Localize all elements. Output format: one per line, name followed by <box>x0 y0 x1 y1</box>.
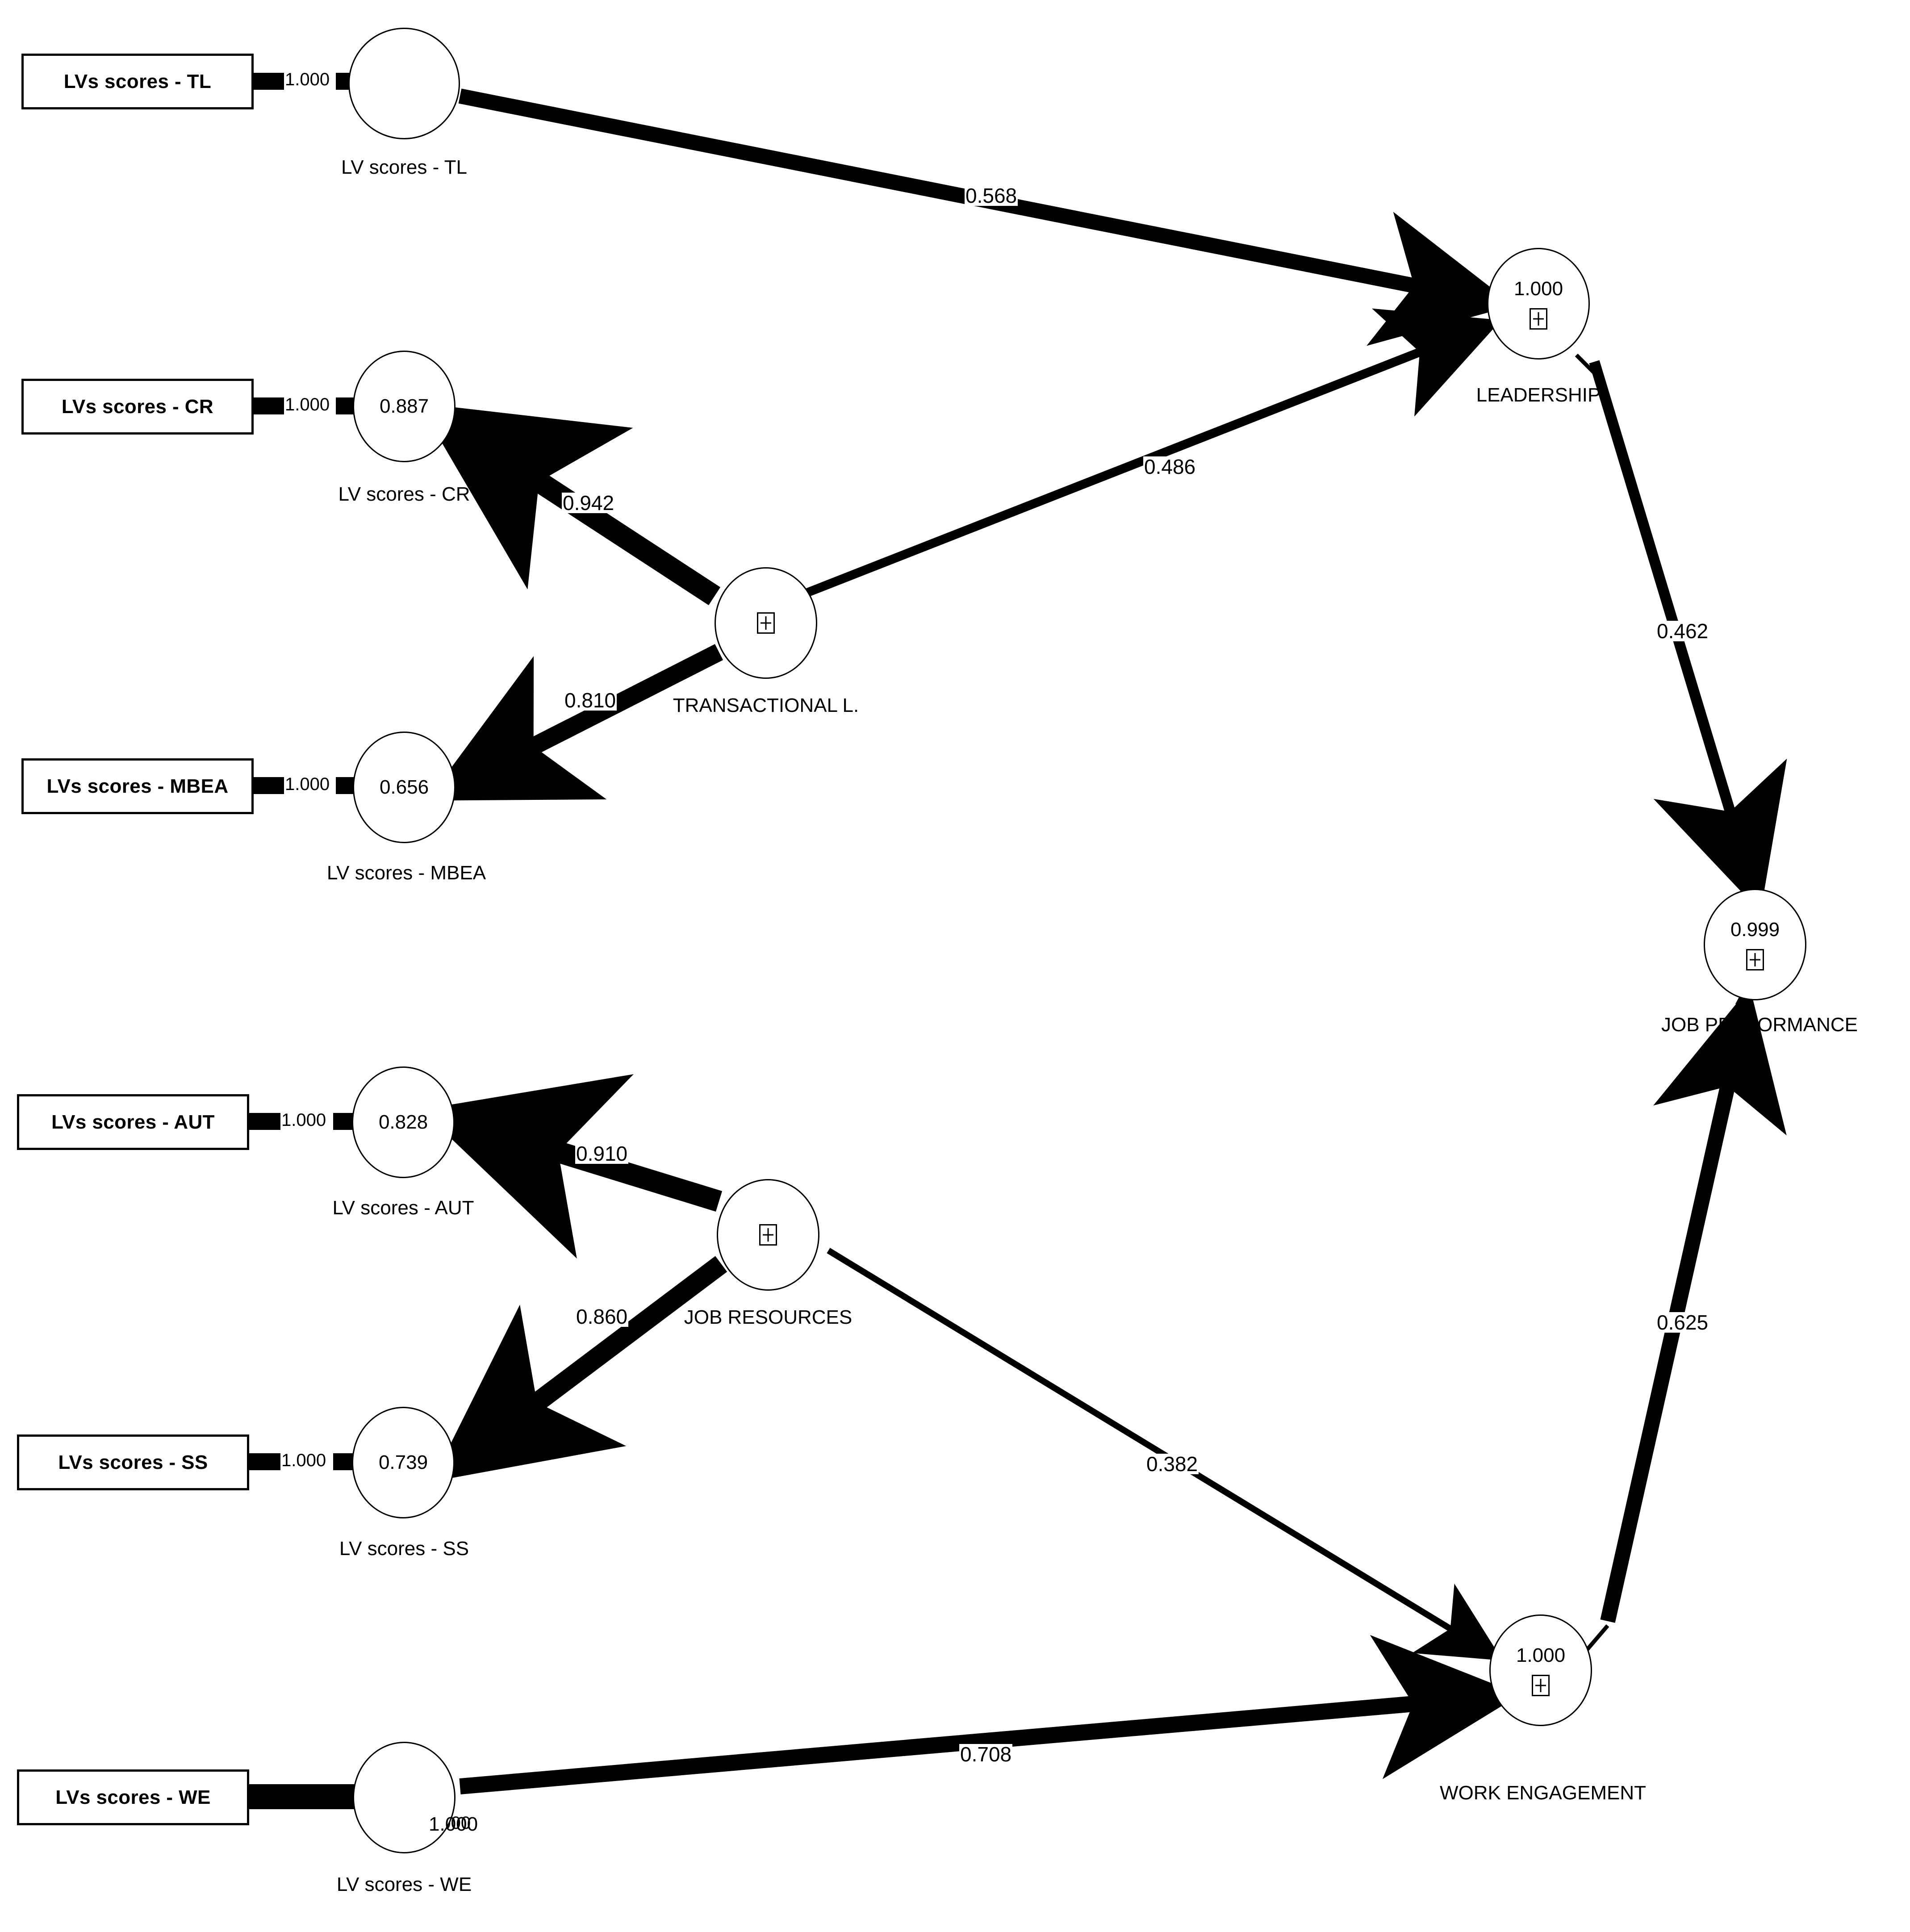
caption-job-performance: JOB PERFORMANCE <box>1661 1014 1858 1036</box>
indicator-label: LVs scores - AUT <box>51 1111 215 1133</box>
plus-box-icon <box>1746 949 1764 970</box>
node-value: 0.828 <box>378 1111 428 1133</box>
edge-jobresources-workengagement <box>827 1248 1503 1661</box>
edge-we-workengagement <box>459 1635 1521 1794</box>
loading-label-mbea: 1.000 <box>284 774 331 794</box>
path-label-jobresources-ss: 0.860 <box>575 1305 629 1328</box>
node-value: 0.739 <box>378 1451 428 1473</box>
plus-box-icon <box>1532 1675 1550 1696</box>
indicator-label: LVs scores - MBEA <box>46 775 229 797</box>
caption-transactional-l: TRANSACTIONAL L. <box>673 694 859 716</box>
indicator-box-tl[interactable]: LVs scores - TL <box>21 54 254 109</box>
indicator-box-ss[interactable]: LVs scores - SS <box>17 1434 249 1490</box>
plus-box-icon <box>757 612 775 634</box>
node-lv-tl[interactable] <box>348 28 460 139</box>
node-job-performance[interactable]: 0.999 <box>1704 889 1806 1000</box>
path-label-transactional-leadership: 0.486 <box>1143 455 1197 478</box>
path-label-leadership-jobperformance: 0.462 <box>1656 619 1709 643</box>
edge-transactional-leadership <box>802 308 1501 598</box>
caption-lv-tl: LV scores - TL <box>341 156 468 178</box>
node-transactional-l[interactable] <box>715 567 817 679</box>
node-lv-aut[interactable]: 0.828 <box>352 1066 455 1178</box>
caption-lv-ss: LV scores - SS <box>339 1538 469 1560</box>
node-lv-cr[interactable]: 0.887 <box>353 351 456 462</box>
loading-stub-ss-left <box>249 1453 280 1470</box>
indicator-box-we[interactable]: LVs scores - WE <box>17 1769 249 1825</box>
caption-lv-cr: LV scores - CR <box>338 483 470 505</box>
loading-stub-tl-left <box>254 73 284 90</box>
node-lv-mbea[interactable]: 0.656 <box>353 732 456 843</box>
loading-stub-aut-left <box>249 1113 280 1130</box>
node-leadership[interactable]: 1.000 <box>1487 248 1590 360</box>
indicator-box-mbea[interactable]: LVs scores - MBEA <box>21 758 254 814</box>
node-value-lv-we: 1.000 <box>429 1813 478 1835</box>
loading-stub-we <box>249 1784 365 1809</box>
node-work-engagement[interactable]: 1.000 <box>1489 1614 1592 1726</box>
leader-line-leadership <box>1575 353 1605 384</box>
node-value: 0.887 <box>379 395 429 417</box>
indicator-label: LVs scores - TL <box>63 70 212 92</box>
caption-work-engagement: WORK ENGAGEMENT <box>1439 1782 1647 1804</box>
caption-job-resources: JOB RESOURCES <box>684 1306 853 1328</box>
node-lv-ss[interactable]: 0.739 <box>352 1407 455 1518</box>
node-value: 1.000 <box>1513 278 1563 300</box>
node-lv-we[interactable] <box>353 1742 456 1853</box>
loading-label-tl: 1.000 <box>284 70 331 89</box>
loading-label-ss: 1.000 <box>280 1451 327 1470</box>
path-label-transactional-mbea: 0.810 <box>564 689 617 712</box>
caption-lv-aut: LV scores - AUT <box>332 1197 474 1219</box>
plus-box-icon <box>1530 308 1547 330</box>
loading-stub-cr-left <box>254 397 284 414</box>
edge-jobresources-ss <box>431 1256 727 1482</box>
path-label-transactional-cr: 0.942 <box>562 491 615 514</box>
path-label-jobresources-workengagement: 0.382 <box>1145 1452 1199 1476</box>
node-value: 0.656 <box>379 776 429 798</box>
caption-lv-mbea: LV scores - MBEA <box>326 862 486 884</box>
indicator-label: LVs scores - SS <box>58 1451 208 1473</box>
caption-leadership: LEADERSHIP <box>1476 384 1601 406</box>
loading-label-cr: 1.000 <box>284 395 331 414</box>
edge-transactional-mbea <box>426 644 723 801</box>
node-value: 0.999 <box>1730 919 1780 941</box>
caption-lv-we: LV scores - WE <box>336 1873 472 1895</box>
path-label-we-workengagement: 0.708 <box>959 1743 1013 1766</box>
path-label-tl-leadership: 0.568 <box>965 184 1018 207</box>
indicator-label: LVs scores - CR <box>61 395 214 418</box>
indicator-box-cr[interactable]: LVs scores - CR <box>21 379 254 435</box>
indicator-label: LVs scores - WE <box>55 1786 211 1808</box>
node-value: 1.000 <box>1516 1644 1566 1666</box>
loading-label-aut: 1.000 <box>280 1110 327 1130</box>
plus-box-icon <box>759 1224 777 1246</box>
path-label-workengagement-jobperformance: 0.625 <box>1656 1311 1709 1334</box>
node-job-resources[interactable] <box>717 1179 819 1291</box>
loading-stub-mbea-left <box>254 777 284 794</box>
indicator-box-aut[interactable]: LVs scores - AUT <box>17 1094 249 1150</box>
path-label-jobresources-aut: 0.910 <box>575 1142 629 1165</box>
